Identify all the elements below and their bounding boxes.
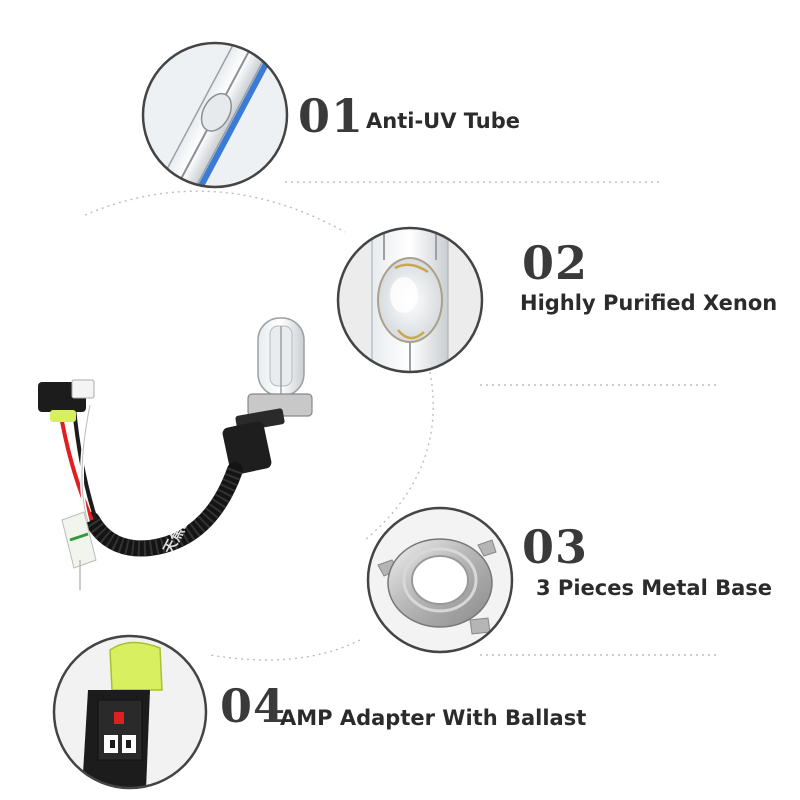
xenon-capsule-image	[336, 226, 484, 374]
feature-number-01: 01	[298, 89, 365, 143]
feature-number-04: 04	[220, 679, 287, 733]
anti-uv-tube-image	[141, 41, 289, 189]
amp-connector-image	[52, 634, 208, 790]
feature-label-amp-adapter-with-ballast: AMP Adapter With Ballast	[280, 706, 587, 730]
guide-lines	[84, 181, 720, 661]
hid-bulb-with-harness	[38, 317, 313, 590]
metal-base-image	[366, 506, 514, 654]
feature-number-02: 02	[522, 236, 589, 290]
feature-label-highly-purified-xenon: Highly Purified Xenon	[520, 291, 778, 315]
feature-label-3-pieces-metal-base: 3 Pieces Metal Base	[536, 576, 773, 600]
feature-label-anti-uv-tube: Anti-UV Tube	[366, 109, 521, 133]
feature-number-03: 03	[522, 520, 589, 574]
